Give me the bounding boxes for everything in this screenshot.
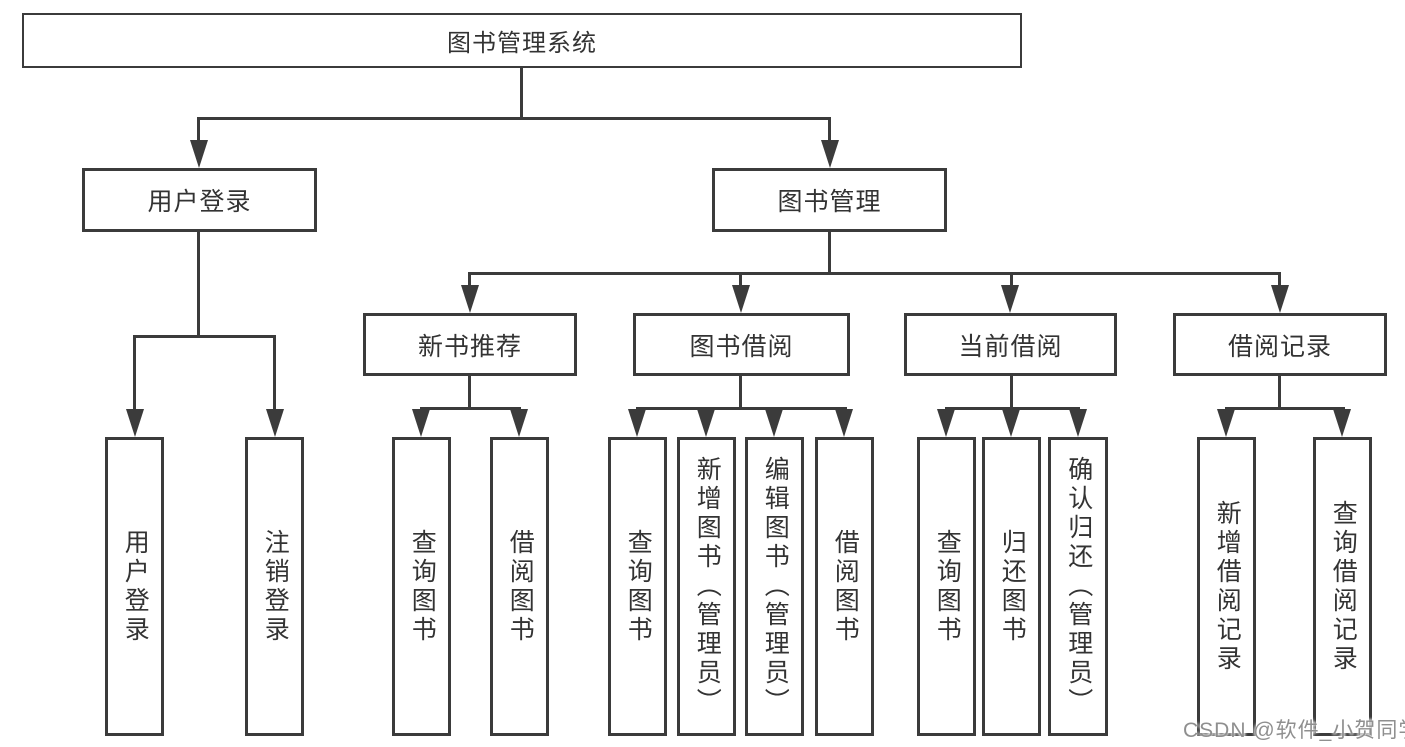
arrow-to-query-borrow-record — [1333, 409, 1351, 437]
arrow-to-borrow-book-1 — [510, 409, 528, 437]
arrow-to-leaf-user-login — [126, 409, 144, 437]
leaf-borrow-book-1: 借阅图书 — [490, 437, 549, 736]
node-label: 图书借阅 — [689, 332, 794, 361]
connector-book-management-drop-3 — [1010, 272, 1013, 288]
node-label: 图书管理系统 — [447, 30, 597, 57]
connector-user-login-drop-2 — [273, 335, 276, 411]
connector-current-borrowing-stem — [1010, 375, 1013, 410]
connector-book-management-stem — [828, 232, 831, 275]
connector-book-borrowing-stem — [739, 375, 742, 410]
connector-root-drop-right — [828, 117, 831, 143]
arrow-to-user-login — [190, 140, 208, 168]
leaf-label: 查询图书 — [408, 528, 437, 645]
node-library-management-system: 图书管理系统 — [22, 13, 1022, 68]
arrow-to-book-management — [821, 140, 839, 168]
arrow-to-confirm-return — [1069, 409, 1087, 437]
arrow-to-add-borrow-record — [1217, 409, 1235, 437]
node-new-book-recommend: 新书推荐 — [363, 313, 577, 376]
connector-root-stem — [520, 68, 523, 120]
leaf-query-book-1: 查询图书 — [392, 437, 451, 736]
connector-user-login-drop-1 — [133, 335, 136, 411]
leaf-return-book: 归还图书 — [982, 437, 1041, 736]
leaf-query-borrow-record: 查询借阅记录 — [1313, 437, 1372, 736]
arrow-to-add-book — [697, 409, 715, 437]
leaf-borrow-book-2: 借阅图书 — [815, 437, 874, 736]
leaf-label: 借阅图书 — [506, 528, 535, 645]
arrow-to-edit-book — [765, 409, 783, 437]
connector-book-management-drop-1 — [468, 272, 471, 288]
node-label: 用户登录 — [147, 188, 252, 216]
leaf-label: 查询图书 — [624, 528, 653, 645]
leaf-label: 借阅图书 — [831, 528, 860, 645]
connector-root-drop-left — [197, 117, 200, 143]
leaf-query-book-3: 查询图书 — [917, 437, 976, 736]
arrow-to-return-book — [1002, 409, 1020, 437]
arrow-to-new-book-recommend — [461, 285, 479, 313]
connector-current-borrowing-rail — [945, 407, 1080, 410]
csdn-watermark: CSDN @软件_小贺同学 — [1183, 719, 1405, 742]
connector-book-borrowing-rail — [636, 407, 847, 410]
arrow-to-borrow-records — [1271, 285, 1289, 313]
leaf-query-book-2: 查询图书 — [608, 437, 667, 736]
leaf-logout: 注销登录 — [245, 437, 304, 736]
node-user-login: 用户登录 — [82, 168, 317, 232]
connector-new-book-stem — [468, 375, 471, 410]
node-label: 当前借阅 — [958, 332, 1063, 361]
leaf-user-login: 用户登录 — [105, 437, 164, 736]
leaf-edit-book-admin: 编辑图书（管理员） — [745, 437, 804, 736]
leaf-label: 确认归还（管理员） — [1064, 456, 1093, 717]
connector-new-book-rail — [420, 407, 521, 410]
node-label: 新书推荐 — [417, 332, 522, 361]
connector-user-login-stem — [197, 232, 200, 338]
leaf-label: 用户登录 — [121, 528, 150, 645]
leaf-label: 查询借阅记录 — [1329, 499, 1358, 674]
leaf-label: 新增借阅记录 — [1213, 499, 1242, 674]
arrow-to-query-book-1 — [412, 409, 430, 437]
connector-book-management-drop-4 — [1278, 272, 1281, 288]
leaf-label: 归还图书 — [998, 528, 1027, 645]
node-current-borrowing: 当前借阅 — [904, 313, 1117, 376]
arrow-to-current-borrowing — [1001, 285, 1019, 313]
connector-root-rail — [197, 117, 831, 120]
node-book-management: 图书管理 — [712, 168, 947, 232]
arrow-to-query-book-2 — [628, 409, 646, 437]
leaf-add-book-admin: 新增图书（管理员） — [677, 437, 736, 736]
leaf-label: 编辑图书（管理员） — [761, 456, 790, 717]
connector-book-management-drop-2 — [739, 272, 742, 288]
connector-borrow-records-rail — [1225, 407, 1345, 410]
connector-user-login-rail — [133, 335, 276, 338]
arrow-to-leaf-logout — [266, 409, 284, 437]
node-label: 借阅记录 — [1227, 332, 1332, 361]
node-book-borrowing: 图书借阅 — [633, 313, 850, 376]
arrow-to-borrow-book-2 — [835, 409, 853, 437]
leaf-confirm-return-admin: 确认归还（管理员） — [1048, 437, 1108, 736]
leaf-label: 注销登录 — [261, 528, 290, 645]
node-label: 图书管理 — [777, 188, 882, 216]
node-borrow-records: 借阅记录 — [1173, 313, 1387, 376]
leaf-add-borrow-record: 新增借阅记录 — [1197, 437, 1256, 736]
leaf-label: 查询图书 — [933, 528, 962, 645]
connector-book-management-rail — [468, 272, 1281, 275]
arrow-to-book-borrowing — [732, 285, 750, 313]
leaf-label: 新增图书（管理员） — [693, 456, 722, 717]
connector-borrow-records-stem — [1278, 375, 1281, 410]
arrow-to-query-book-3 — [937, 409, 955, 437]
